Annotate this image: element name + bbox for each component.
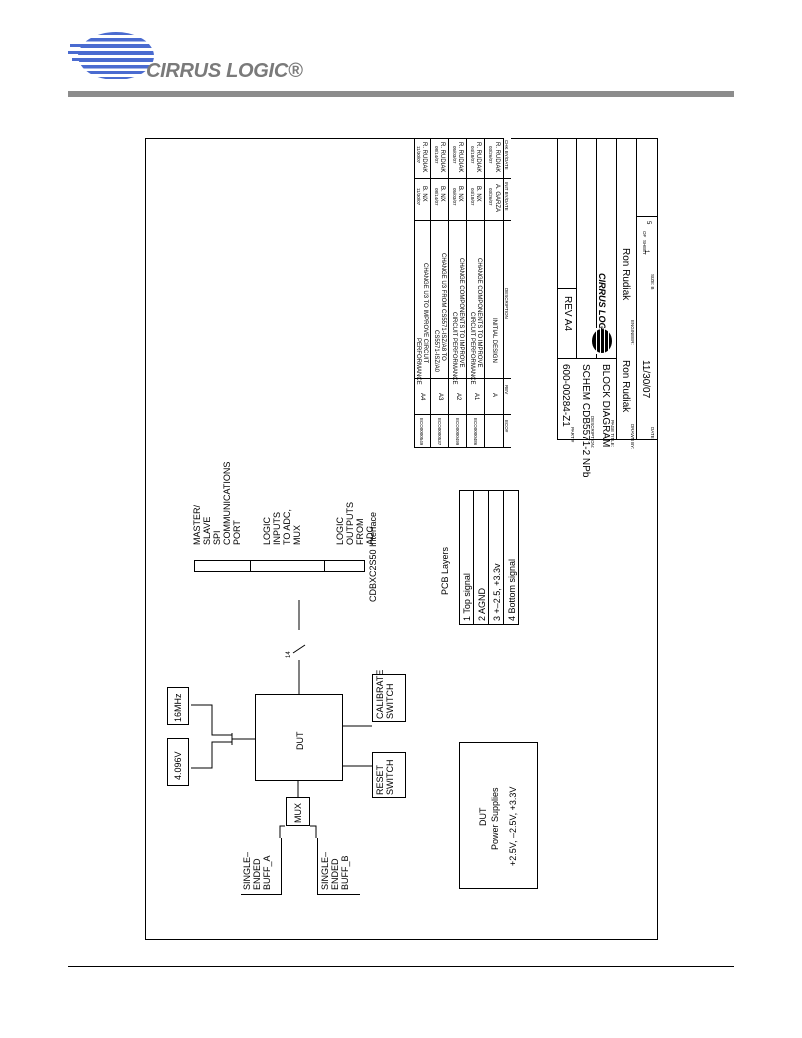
dut: [255, 694, 343, 781]
pcb-layer: 1 Top signal: [462, 573, 472, 621]
mux-text: MUX: [293, 803, 303, 823]
cirrus-logic-logo: [68, 32, 154, 79]
power-text: +2.5V, –2.5V, +3.3V: [508, 786, 518, 866]
power-text: Power Supplies: [490, 787, 500, 850]
osc-16mhz: [167, 687, 189, 725]
logic-out-line: LOGIC: [335, 516, 345, 545]
buff-a-text: ENDED: [252, 858, 262, 890]
logic-in-line: INPUTS: [272, 511, 282, 545]
buff-b-text: BUFF_B: [340, 855, 350, 890]
pcb-layer: 4 Bottom signal: [507, 558, 517, 621]
bus-width-text: 14: [286, 651, 292, 658]
spi-line: MASTER/: [192, 504, 202, 545]
pcb-layer: 3 +–2.5, +3.3v: [492, 563, 502, 621]
logic-in-line: MUX: [292, 525, 302, 545]
buff-a-text: BUFF_A: [262, 855, 272, 890]
osc-16mhz-text: 16MHz: [173, 693, 183, 722]
power-text: DUT: [478, 807, 488, 827]
buff-b: [317, 838, 360, 895]
interface-conn: [194, 560, 365, 572]
spi-line: SPI: [212, 530, 222, 545]
logic-in-line: TO ADC,: [282, 509, 292, 545]
interface-text: CDBXC2S50 Interface: [368, 511, 378, 602]
reset-text: RESET: [375, 764, 385, 795]
calibrate-text: SWITCH: [385, 683, 395, 720]
spi-line: COMMUNICATIONS: [222, 461, 232, 545]
conn-div: [250, 560, 251, 572]
logic-in-line: LOGIC: [262, 516, 272, 545]
ref-4096v: [167, 738, 189, 786]
mux: [286, 797, 310, 826]
buff-b-text: ENDED: [330, 858, 340, 890]
buff-a: [241, 838, 282, 895]
calibrate-switch: [372, 674, 406, 722]
power-supplies: [459, 742, 538, 889]
buff-b-text: SINGLE–: [320, 851, 330, 890]
ref-4096v-text: 4.096V: [173, 751, 183, 780]
schematic-drawing: CHK BY/DATE INIT BY/DATE DESCRIPTION REV…: [144, 138, 657, 940]
reset-text: SWITCH: [385, 759, 395, 796]
calibrate-text: CALIBRATE: [375, 669, 385, 719]
dut-text: DUT: [295, 731, 305, 751]
header-rule: [68, 91, 734, 97]
pcb-layers-title-rot: PCB Layers: [440, 546, 450, 595]
conn-div: [324, 560, 325, 572]
logic-out-line: FROM: [355, 518, 365, 546]
spi-line: PORT: [232, 520, 242, 545]
tb-logo-mark: [592, 328, 612, 354]
buff-a-text: SINGLE–: [242, 851, 252, 890]
logo-wordmark: CIRRUS LOGIC®: [146, 60, 303, 82]
footer-rule: [68, 966, 734, 967]
pcb-layers-table: 1 Top signal 2 AGND 3 +–2.5, +3.3v 4 Bot…: [459, 490, 519, 625]
logic-out-line: OUTPUTS: [345, 501, 355, 545]
schematic-sheet: [145, 138, 658, 940]
reset-switch: [372, 752, 406, 798]
pcb-layer: 2 AGND: [477, 587, 487, 621]
spi-line: SLAVE: [202, 516, 212, 545]
